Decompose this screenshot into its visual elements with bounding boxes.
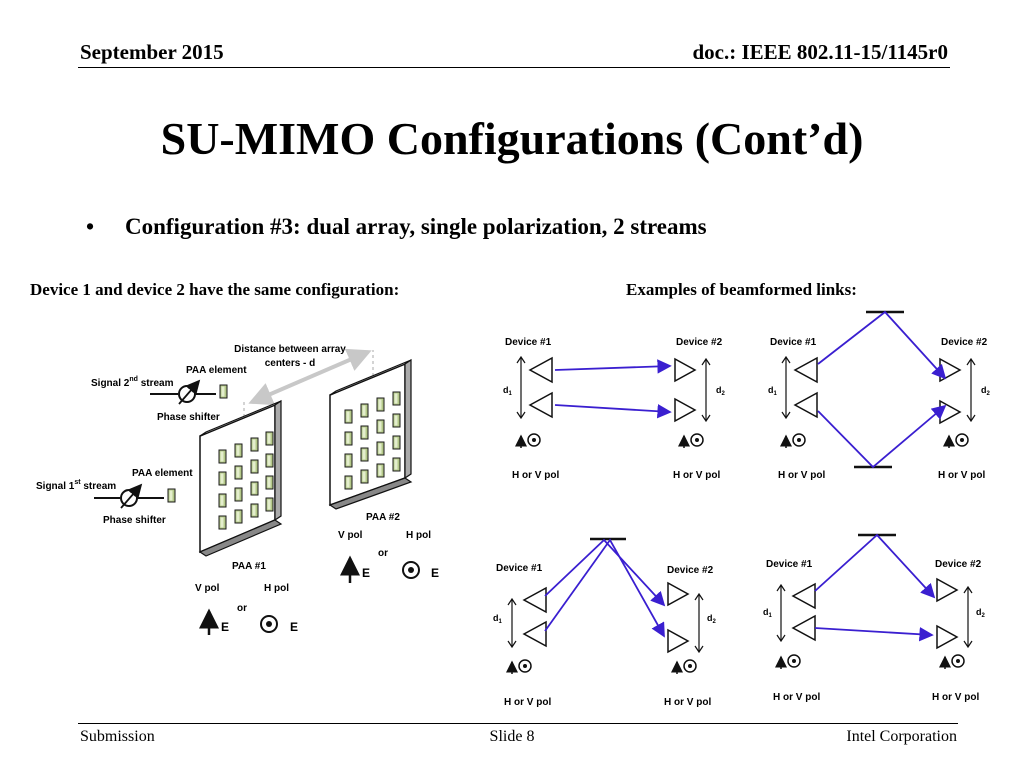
link-example-3: Device #1 Device #2 d1 d2 H or V pol H o… xyxy=(493,537,717,708)
svg-text:d1: d1 xyxy=(503,385,513,397)
paa2-panel xyxy=(328,358,413,510)
paa2-e1: E xyxy=(362,566,370,580)
distance-label-1: Distance between array xyxy=(234,344,346,355)
header-doc-id: doc.: IEEE 802.11-15/1145r0 xyxy=(692,40,948,64)
distance-label-2: centers - d xyxy=(265,358,316,369)
svg-text:H or V pol: H or V pol xyxy=(778,470,825,481)
svg-text:H or V pol: H or V pol xyxy=(938,470,985,481)
svg-text:Device #2: Device #2 xyxy=(667,565,714,576)
left-caption: Device 1 and device 2 have the same conf… xyxy=(30,280,400,299)
svg-text:H or V pol: H or V pol xyxy=(512,470,559,481)
footer-slide-number: Slide 8 xyxy=(489,728,535,745)
paa1-dot-icon xyxy=(260,615,278,633)
phase-shifter-label-2: Phase shifter xyxy=(157,412,220,423)
paa1-or: or xyxy=(237,603,247,614)
header-date: September 2015 xyxy=(80,40,224,64)
bullet-marker: • xyxy=(86,214,95,239)
paa1-panel xyxy=(198,399,283,557)
config-diagram: Distance between array centers - d PAA e… xyxy=(36,344,439,635)
svg-text:d1: d1 xyxy=(493,613,503,625)
paa2-label: PAA #2 xyxy=(366,512,400,523)
header-rule xyxy=(78,67,950,68)
svg-text:Device #1: Device #1 xyxy=(496,563,543,574)
right-caption: Examples of beamformed links: xyxy=(626,280,857,299)
svg-text:H or V pol: H or V pol xyxy=(664,697,711,708)
svg-text:Device #1: Device #1 xyxy=(770,337,817,348)
footer-rule xyxy=(78,723,958,724)
paa1-vpol: V pol xyxy=(195,583,220,594)
svg-text:d1: d1 xyxy=(768,385,778,397)
phase-shifter-label-1: Phase shifter xyxy=(103,515,166,526)
paa2-vpol: V pol xyxy=(338,530,363,541)
footer-submission: Submission xyxy=(80,728,155,745)
svg-text:H or V pol: H or V pol xyxy=(932,692,979,703)
paa-element-label-1: PAA element xyxy=(132,468,193,479)
paa-element-label-2: PAA element xyxy=(186,365,247,376)
paa2-hpol: H pol xyxy=(406,530,431,541)
paa2-e2: E xyxy=(431,566,439,580)
link-example-4: Device #1 Device #2 d1 d2 H or V pol H o… xyxy=(763,533,986,703)
svg-text:d1: d1 xyxy=(763,607,773,619)
svg-text:H or V pol: H or V pol xyxy=(673,470,720,481)
svg-text:d2: d2 xyxy=(976,607,986,619)
svg-text:H or V pol: H or V pol xyxy=(773,692,820,703)
slide-title: SU-MIMO Configurations (Cont’d) xyxy=(160,113,864,164)
svg-text:d2: d2 xyxy=(716,385,726,397)
paa2-or: or xyxy=(378,548,388,559)
bullet-text: Configuration #3: dual array, single pol… xyxy=(125,214,707,239)
paa1-label: PAA #1 xyxy=(232,561,266,572)
svg-text:Device #2: Device #2 xyxy=(941,337,988,348)
distance-arrow xyxy=(248,348,372,406)
signal1-label: Signal 1st stream xyxy=(36,479,116,492)
svg-text:d2: d2 xyxy=(981,385,991,397)
paa1-e1: E xyxy=(221,620,229,634)
svg-text:Device #1: Device #1 xyxy=(766,559,813,570)
svg-text:d2: d2 xyxy=(707,613,717,625)
svg-text:Device #2: Device #2 xyxy=(935,559,982,570)
paa-element-icon-1 xyxy=(167,488,176,503)
signal2-label: Signal 2nd stream xyxy=(91,376,174,389)
paa2-dot-icon xyxy=(402,561,420,579)
svg-text:H or V pol: H or V pol xyxy=(504,697,551,708)
paa1-hpol: H pol xyxy=(264,583,289,594)
footer-company: Intel Corporation xyxy=(846,728,957,745)
paa1-e2: E xyxy=(290,620,298,634)
link-example-2: Device #1 Device #2 d1 d2 H or V pol H o… xyxy=(768,310,991,481)
link-example-1: Device #1 Device #2 d1 d2 H or V pol H o… xyxy=(503,337,726,481)
svg-text:Device #1: Device #1 xyxy=(505,337,552,348)
svg-text:Device #2: Device #2 xyxy=(676,337,723,348)
paa-element-icon-2 xyxy=(219,384,228,399)
